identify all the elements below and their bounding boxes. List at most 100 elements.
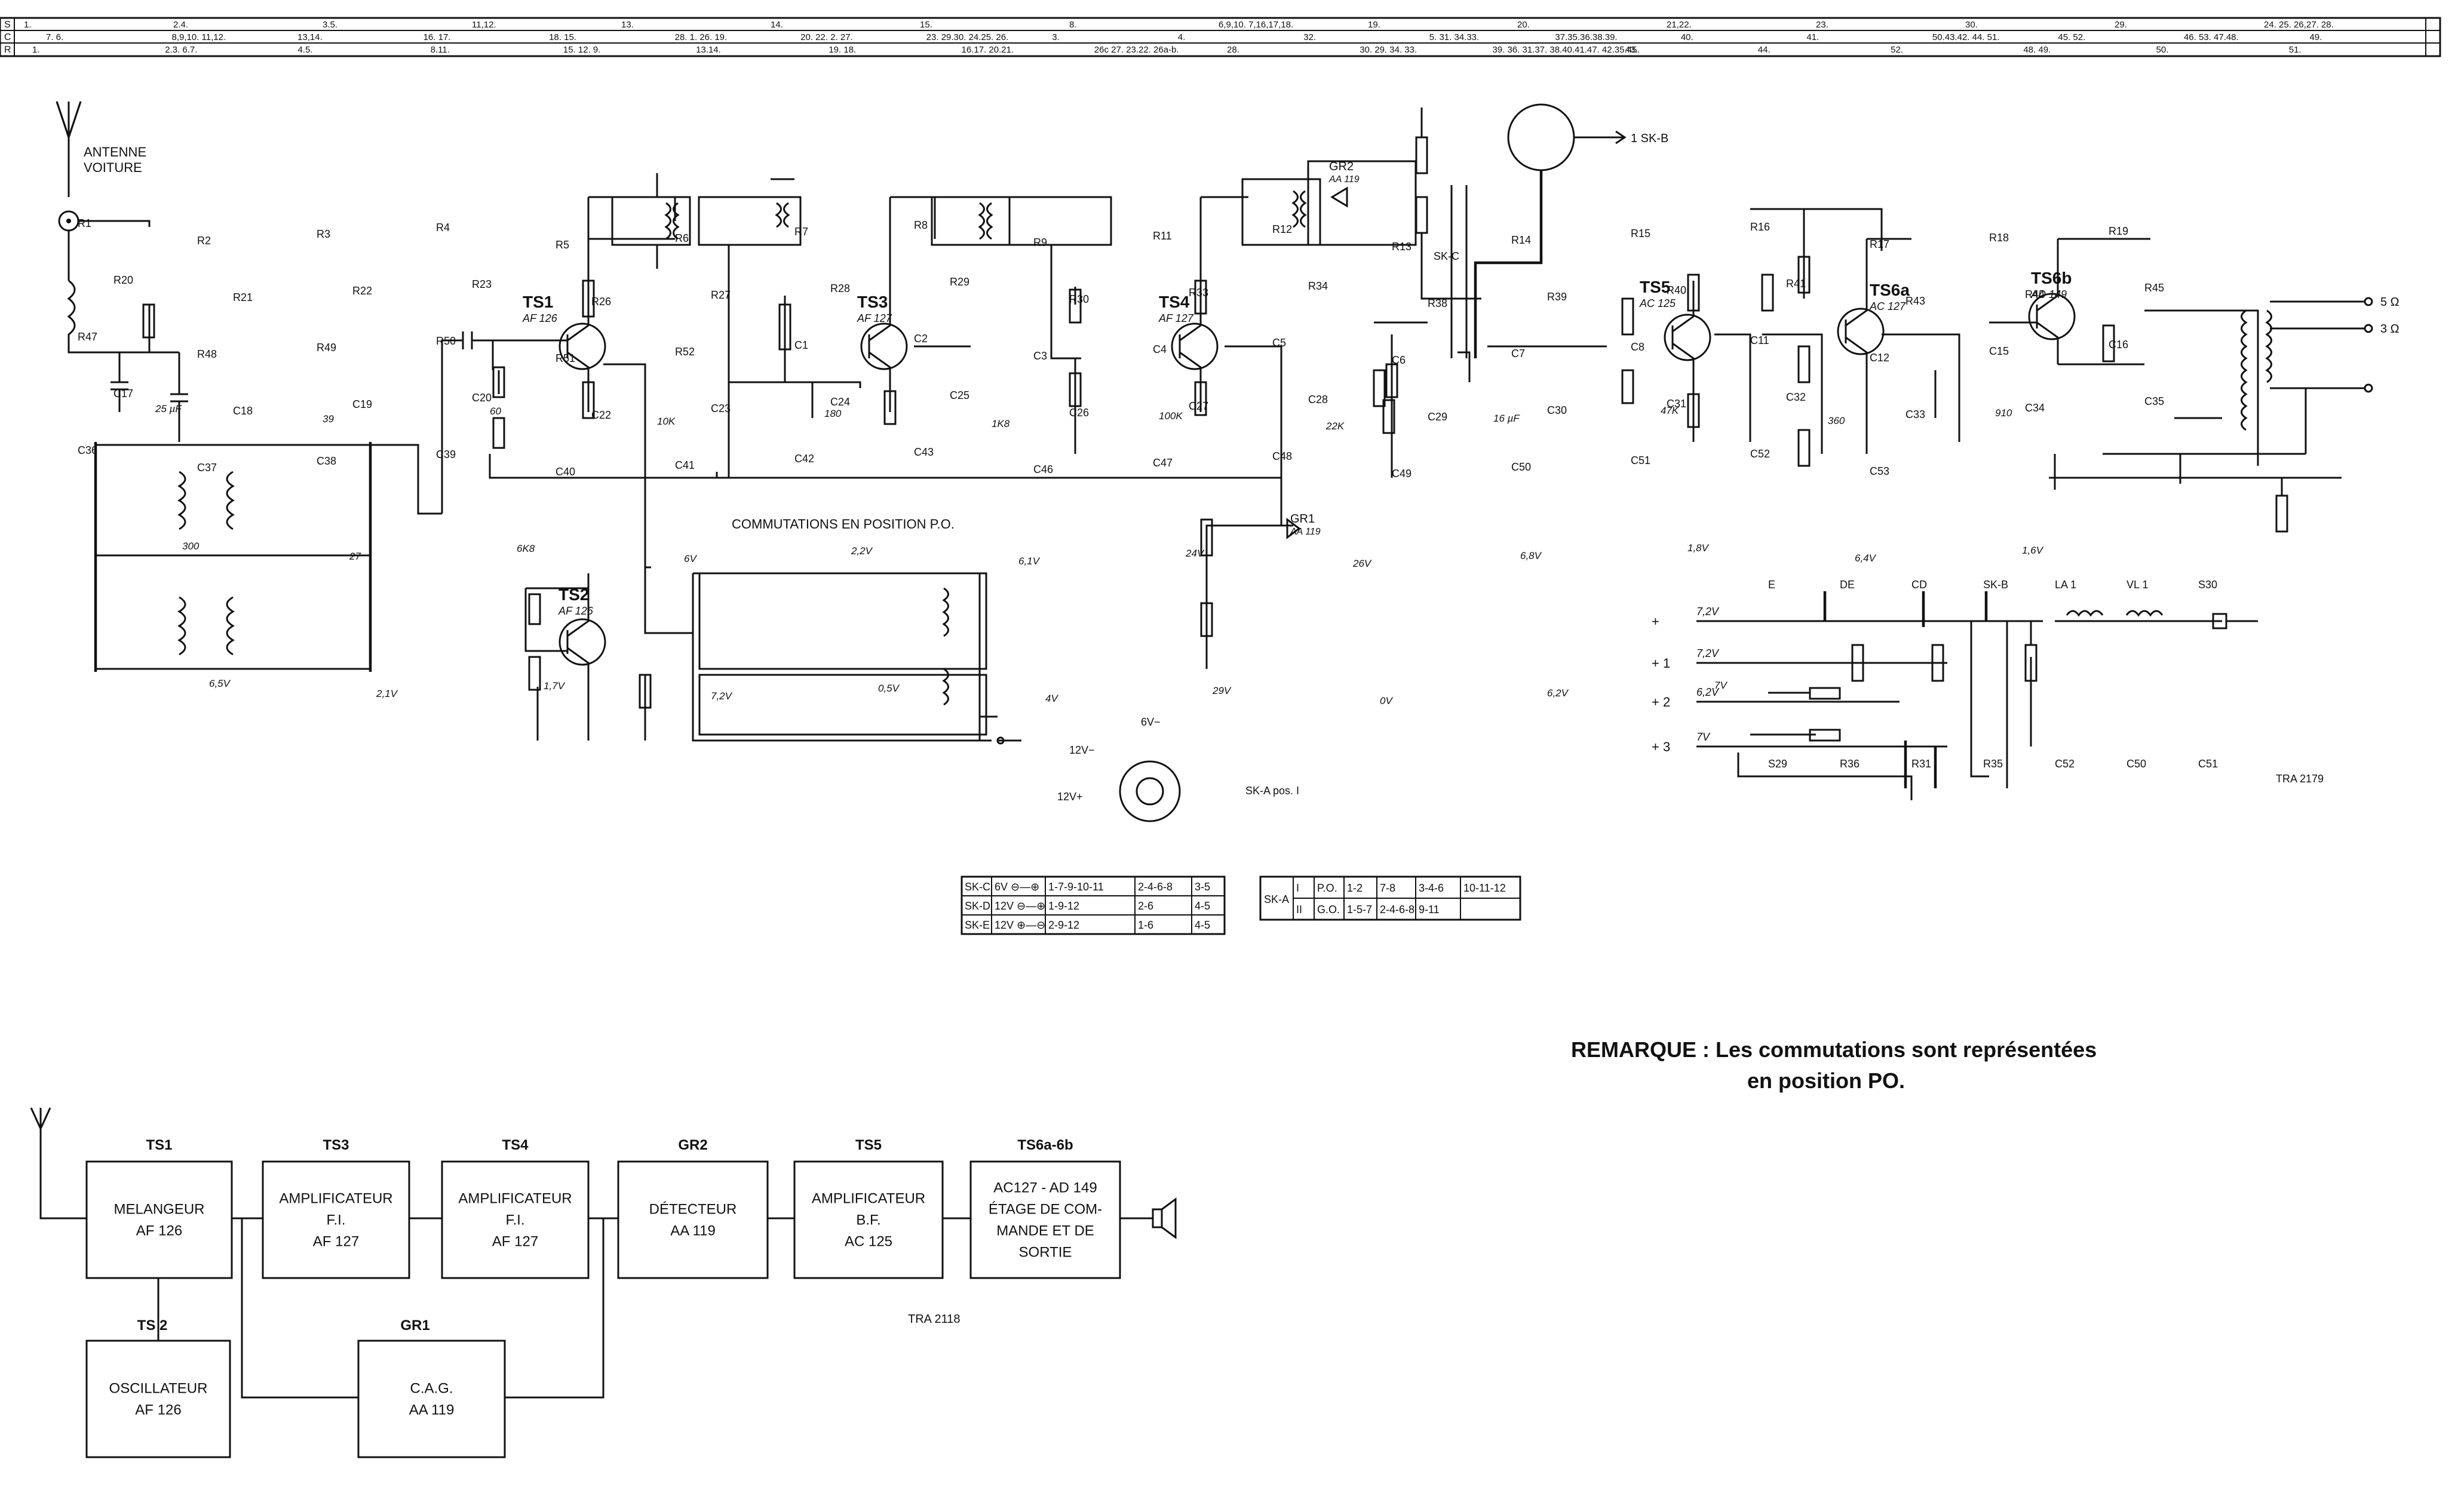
component-label: C41 [675, 459, 695, 471]
transistor-type: AF 127 [1158, 312, 1194, 324]
component-label: R14 [1511, 234, 1531, 246]
block-text: AA 119 [670, 1223, 716, 1239]
switch-label: S29 [1768, 758, 1787, 770]
ref-cell: 16. 17. [424, 32, 451, 42]
switch-label: E [1768, 579, 1775, 591]
sk-table-cell: 4-5 [1195, 900, 1210, 912]
component-label: C27 [1189, 400, 1208, 412]
component-label: C39 [436, 449, 456, 460]
ref-cell: 4.5. [297, 45, 312, 55]
block-text: AA 119 [409, 1402, 455, 1418]
block-text: AF 126 [136, 1223, 182, 1239]
ref-cell: 24. 25. 26,27. 28. [2264, 20, 2334, 30]
sk-table-cell: 4-5 [1195, 919, 1210, 931]
component-value: 26V [1352, 558, 1372, 569]
component-label: R13 [1392, 241, 1411, 253]
component-value: 360 [1828, 415, 1845, 426]
transistor-type: AD 149 [2030, 288, 2067, 300]
component-label: C23 [711, 403, 731, 414]
component-value: 7V [1714, 680, 1727, 691]
component-label: C53 [1870, 465, 1889, 477]
component-label: R48 [197, 348, 217, 360]
antenna-icon [30, 1107, 87, 1219]
component-label: R30 [1069, 293, 1089, 305]
component-value: 2,2V [851, 545, 873, 557]
component-value: 1,7V [544, 680, 566, 692]
ref-cell: 52. [1891, 45, 1903, 55]
ska-table-cell: 10-11-12 [1463, 882, 1506, 894]
sk-table-cell: 1-6 [1138, 919, 1153, 931]
sk-table-cell: 2-4-6-8 [1138, 881, 1173, 893]
component-label: R50 [436, 335, 456, 347]
block-header: TS6a-6b [1017, 1137, 1073, 1153]
ref-cell: 19. [1368, 20, 1380, 30]
ref-cell: 21,22. [1667, 20, 1692, 30]
block-text: B.F. [856, 1212, 880, 1228]
ref-cell: 13. [621, 20, 634, 30]
component-value: 2,1V [376, 688, 398, 699]
ref-cell: 20. [1517, 20, 1530, 30]
component-value: 6K8 [517, 543, 535, 554]
sk-table-cell: 6V ⊖—⊕ [995, 881, 1039, 893]
switch-label: C50 [2127, 758, 2146, 770]
block-header: TS1 [146, 1137, 172, 1153]
ref-cell: 32. [1303, 32, 1316, 42]
schematic-wiring [56, 101, 2373, 800]
component-label: C43 [914, 446, 934, 458]
component-label: C40 [556, 466, 575, 478]
connector-socket-core [1136, 777, 1164, 806]
switch-label: C52 [2055, 758, 2075, 770]
drawing-code-2179: TRA 2179 [2276, 773, 2324, 785]
transistor-ref: TS3 [857, 293, 888, 311]
ref-cell: 30. [1965, 20, 1978, 30]
switch-label: LA 1 [2055, 579, 2076, 591]
sk-table-cell: 3-5 [1195, 881, 1210, 893]
ska-table-label: SK-A [1264, 893, 1289, 905]
sk-table-cell: 12V ⊖—⊕ [995, 900, 1045, 912]
ref-cell: 37.35.36.38.39. [1555, 32, 1617, 42]
transistor-ref: TS5 [1640, 278, 1670, 296]
component-value: 47K [1661, 405, 1679, 416]
sk-table-cell: 12V ⊕—⊖ [995, 919, 1045, 931]
component-label: R41 [1786, 278, 1806, 290]
component-value: 6,5V [209, 678, 231, 689]
component-label: R20 [113, 274, 133, 286]
component-label: R28 [830, 282, 850, 294]
ref-cell: 49. [2309, 32, 2322, 42]
switch-label: DE [1840, 579, 1855, 591]
component-value: 25 µF [155, 403, 182, 414]
component-label: C32 [1786, 391, 1806, 403]
component-label: C35 [2144, 395, 2164, 407]
ref-cell: 28. [1227, 45, 1239, 55]
transistor-ref: TS2 [559, 585, 589, 604]
ref-cell: 15. [920, 20, 932, 30]
component-label: C7 [1511, 348, 1525, 360]
component-label: R8 [914, 219, 928, 231]
supply-voltage: 7,2V [1696, 647, 1720, 659]
output-5-ohm: 5 Ω [2380, 296, 2399, 309]
component-value: 0,5V [878, 683, 900, 694]
block-text: AF 127 [492, 1234, 538, 1250]
component-value: 910 [1995, 407, 2012, 419]
transistor-type: AF 126 [558, 605, 594, 617]
block-text: AMPLIFICATEUR [279, 1191, 392, 1207]
component-label: R51 [556, 352, 575, 364]
ref-cell: 6,9,10. 7,16,17,18. [1219, 20, 1293, 30]
transistor-type: AF 127 [857, 312, 892, 324]
component-value: 60 [490, 406, 501, 417]
sk-table-cell: 1-7-9-10-11 [1048, 881, 1104, 893]
block-text: F.I. [326, 1212, 345, 1228]
ref-cell: 8. [1069, 20, 1077, 30]
diode-ref: GR1 [1290, 512, 1315, 526]
sk-table-cell: 1-9-12 [1048, 900, 1079, 912]
block-text: AMPLIFICATEUR [458, 1191, 572, 1207]
ref-cell: 3.5. [323, 20, 337, 30]
component-label: R49 [317, 342, 336, 354]
block-text: OSCILLATEUR [109, 1381, 208, 1397]
component-label: C46 [1033, 463, 1053, 475]
component-label: R7 [794, 226, 808, 238]
ref-cell: 50. [2156, 45, 2169, 55]
